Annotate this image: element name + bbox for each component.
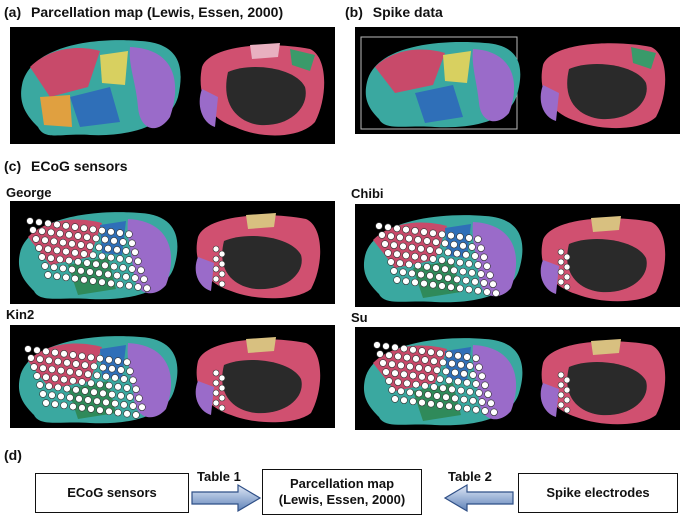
subject-label-chibi: Chibi bbox=[351, 186, 384, 201]
ecog-sensors-box: ECoG sensors bbox=[35, 473, 189, 513]
right-arrow-icon bbox=[191, 483, 262, 513]
table-2-label: Table 2 bbox=[448, 469, 492, 484]
panel-b-label: (b) Spike data bbox=[345, 4, 443, 20]
ecog-panel-su bbox=[355, 327, 680, 430]
subject-label-su: Su bbox=[351, 310, 368, 325]
subject-label-george: George bbox=[6, 185, 52, 200]
table-1-label: Table 1 bbox=[197, 469, 241, 484]
parcellation-map-box: Parcellation map (Lewis, Essen, 2000) bbox=[262, 469, 422, 515]
panel-a-title: Parcellation map (Lewis, Essen, 2000) bbox=[31, 4, 284, 20]
spike-electrodes-box: Spike electrodes bbox=[518, 473, 678, 513]
subject-label-kin2: Kin2 bbox=[6, 307, 35, 322]
parcellation-map-box-line2: (Lewis, Essen, 2000) bbox=[278, 492, 406, 507]
panel-c-title: ECoG sensors bbox=[31, 158, 128, 174]
ecog-panel-george bbox=[10, 201, 335, 304]
panel-a-image bbox=[10, 27, 335, 144]
panel-b-title: Spike data bbox=[372, 4, 443, 20]
parcellation-map-figure bbox=[21, 40, 325, 136]
left-arrow-icon bbox=[443, 483, 514, 513]
panel-a-letter: (a) bbox=[4, 4, 22, 20]
ecog-panel-kin2 bbox=[10, 325, 335, 428]
panel-b-image bbox=[355, 27, 680, 134]
panel-c-label: (c) ECoG sensors bbox=[4, 158, 128, 174]
panel-c-letter: (c) bbox=[4, 158, 22, 174]
panel-a-label: (a) Parcellation map (Lewis, Essen, 2000… bbox=[4, 4, 283, 20]
ecog-panel-chibi bbox=[355, 204, 680, 307]
parcellation-map-box-line1: Parcellation map bbox=[289, 476, 395, 491]
panel-b-letter: (b) bbox=[345, 4, 363, 20]
panel-d-label: (d) bbox=[4, 447, 22, 463]
spike-data-figure bbox=[360, 36, 666, 130]
